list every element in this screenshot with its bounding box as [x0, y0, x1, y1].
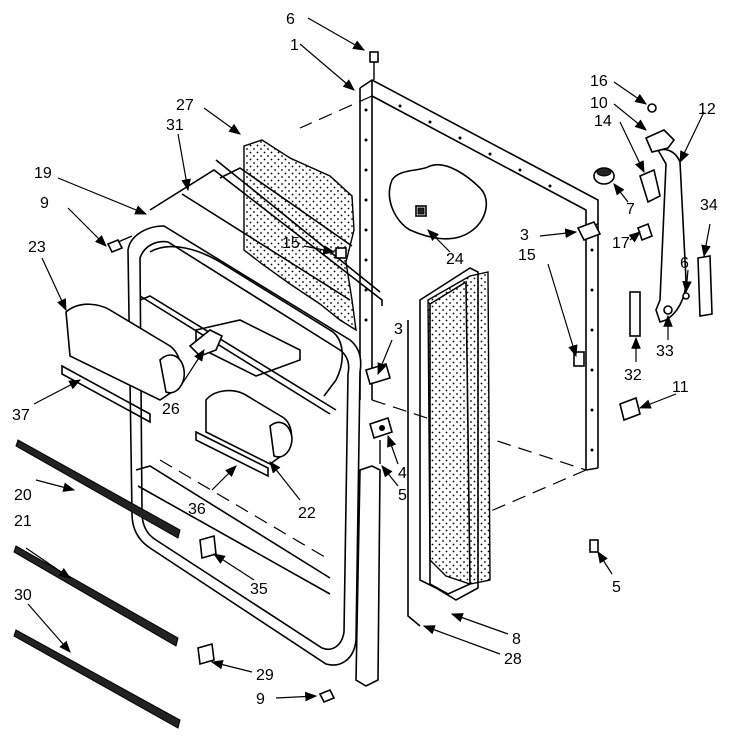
callout-7: 7 — [626, 201, 635, 218]
callout-16: 16 — [590, 73, 608, 90]
callout-labels: 6 1 27 31 19 9 23 15 24 16 10 12 14 7 3 … — [12, 11, 718, 708]
shelf-end-cap-29 — [197, 642, 215, 666]
callout-1: 1 — [290, 37, 299, 54]
leader-arrows — [25, 17, 711, 702]
callout-23: 23 — [28, 239, 46, 256]
callout-37: 37 — [12, 407, 30, 424]
callout-21: 21 — [14, 513, 32, 530]
callout-9: 9 — [40, 195, 49, 212]
handle-cap-10 — [644, 129, 676, 153]
screw-6-top — [369, 51, 379, 80]
callout-29: 29 — [256, 667, 274, 684]
callout-3: 3 — [394, 321, 403, 338]
handle-screw-17 — [637, 222, 653, 242]
callout-5: 5 — [612, 579, 621, 596]
callout-27: 27 — [176, 97, 194, 114]
callout-6: 6 — [286, 11, 295, 28]
hinge-bracket-3-top — [576, 220, 602, 242]
callout-9: 9 — [256, 691, 265, 708]
shelf-bar-30 — [13, 629, 181, 729]
callout-32: 32 — [624, 367, 642, 384]
callout-35: 35 — [250, 581, 268, 598]
callout-6: 6 — [680, 255, 689, 272]
handle-bracket-15 — [335, 247, 585, 367]
callout-15: 15 — [518, 247, 536, 264]
callout-15: 15 — [282, 235, 300, 252]
shelf-end-cap-35 — [199, 534, 217, 560]
door-bin-lower — [195, 389, 293, 478]
callout-10: 10 — [590, 95, 608, 112]
hinge-pin-4 — [369, 416, 393, 440]
screw-9-top — [106, 235, 133, 254]
callout-28: 28 — [504, 651, 522, 668]
trim-strip-34 — [697, 255, 713, 317]
foam-insulation-side — [427, 271, 491, 585]
callout-4: 4 — [398, 465, 407, 482]
foam-insulation-top — [243, 139, 357, 332]
callout-19: 19 — [34, 165, 52, 182]
callout-17: 17 — [612, 235, 630, 252]
callout-3: 3 — [520, 227, 529, 244]
door-bin-upper — [61, 303, 186, 424]
shelf-bar-21 — [13, 545, 179, 647]
shelf-bar-20 — [15, 439, 181, 539]
door-stop-11 — [619, 396, 641, 422]
callout-33: 33 — [656, 343, 674, 360]
handle-bracket-32 — [629, 291, 641, 337]
callout-8: 8 — [512, 631, 521, 648]
callout-34: 34 — [700, 197, 718, 214]
panel-cutout-window — [388, 163, 488, 240]
outer-door-panel — [299, 79, 599, 521]
door-handle-12 — [655, 148, 687, 324]
callout-11: 11 — [672, 379, 689, 396]
callout-5: 5 — [398, 487, 407, 504]
outer-panel-rivets — [364, 104, 594, 452]
handle-plug-7 — [593, 167, 615, 185]
handle-mount-14 — [639, 168, 661, 204]
callout-14: 14 — [594, 113, 612, 130]
callout-31: 31 — [166, 117, 184, 134]
handle-washer-33 — [663, 292, 690, 315]
callout-30: 30 — [14, 587, 32, 604]
callout-12: 12 — [698, 101, 716, 118]
callout-22: 22 — [298, 505, 316, 522]
handle-screw-16 — [647, 103, 657, 113]
callout-26: 26 — [162, 401, 180, 418]
door-gasket — [407, 267, 479, 627]
callout-36: 36 — [188, 501, 206, 518]
callout-20: 20 — [14, 487, 32, 504]
callout-24: 24 — [446, 251, 464, 268]
screw-9-bottom — [318, 688, 336, 704]
screw-5-right — [589, 539, 599, 553]
